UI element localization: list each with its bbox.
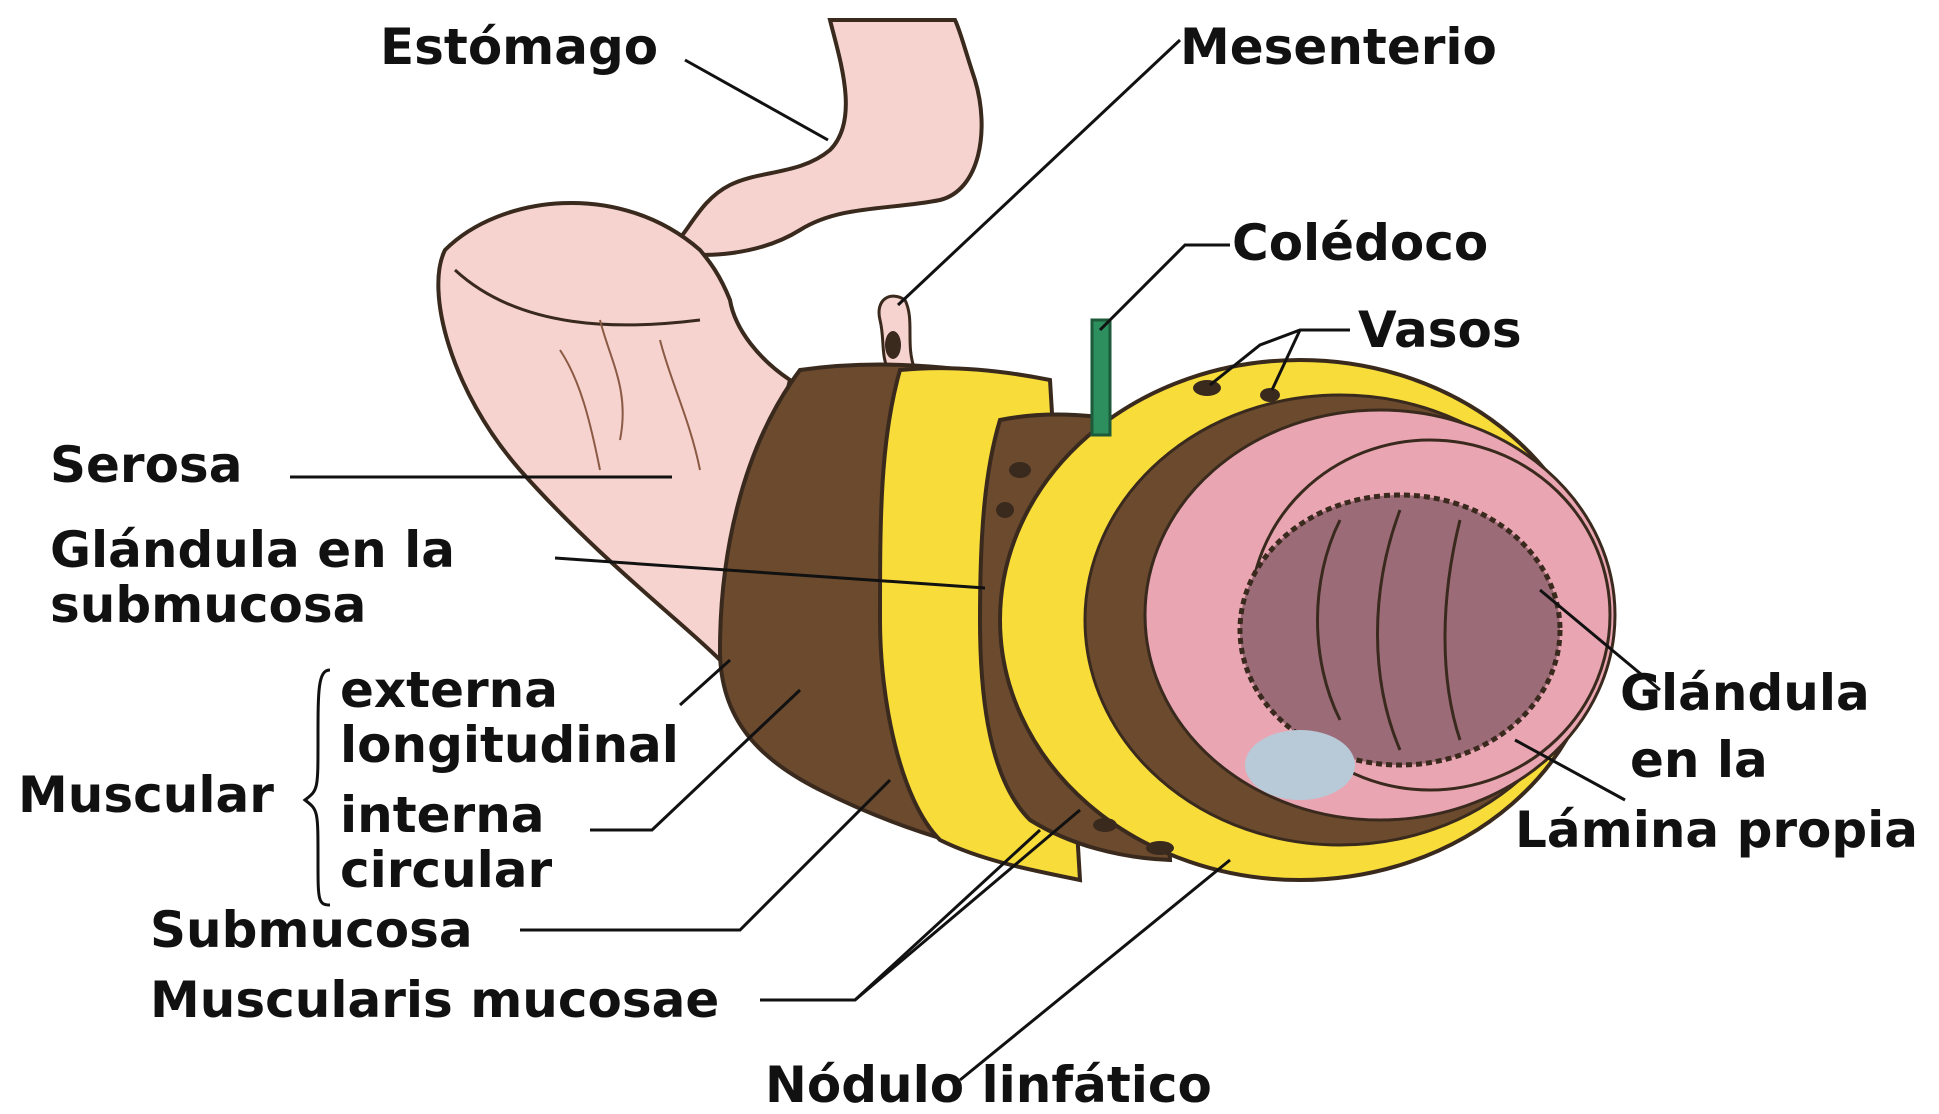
label-glandula-lamina-1: Glándula [1620, 668, 1870, 718]
label-vasos: Vasos [1358, 305, 1522, 355]
label-circular: circular [340, 845, 552, 895]
vessel-4 [996, 502, 1014, 518]
label-glandula-lamina-3: Lámina propia [1515, 805, 1918, 855]
label-estomago: Estómago [380, 22, 658, 72]
bile-duct [1092, 320, 1110, 435]
vessel-6 [1146, 841, 1174, 855]
vessel-1 [1193, 380, 1221, 396]
label-interna: interna [340, 790, 545, 840]
label-mesenterio: Mesenterio [1180, 22, 1497, 72]
label-submucosa: Submucosa [150, 905, 473, 955]
label-serosa: Serosa [50, 440, 242, 490]
vessel-3 [1009, 462, 1031, 478]
mesentery-vessel [885, 331, 901, 359]
label-glandula-lamina-2: en la [1630, 735, 1768, 785]
label-muscularis-mucosae: Muscularis mucosae [150, 975, 719, 1025]
lymph-node [1245, 730, 1355, 800]
vessel-5 [1093, 818, 1117, 832]
label-coledoco: Colédoco [1232, 218, 1488, 268]
lumen [1240, 495, 1560, 765]
label-muscular: Muscular [18, 770, 274, 820]
label-externa: externa [340, 665, 558, 715]
muscular-brace [305, 670, 330, 905]
label-glandula-submucosa-2: submucosa [50, 580, 366, 630]
vessel-2 [1260, 388, 1280, 402]
label-nodulo-linfatico: Nódulo linfático [765, 1060, 1212, 1110]
label-longitudinal: longitudinal [340, 720, 679, 770]
label-glandula-submucosa-1: Glándula en la [50, 525, 455, 575]
